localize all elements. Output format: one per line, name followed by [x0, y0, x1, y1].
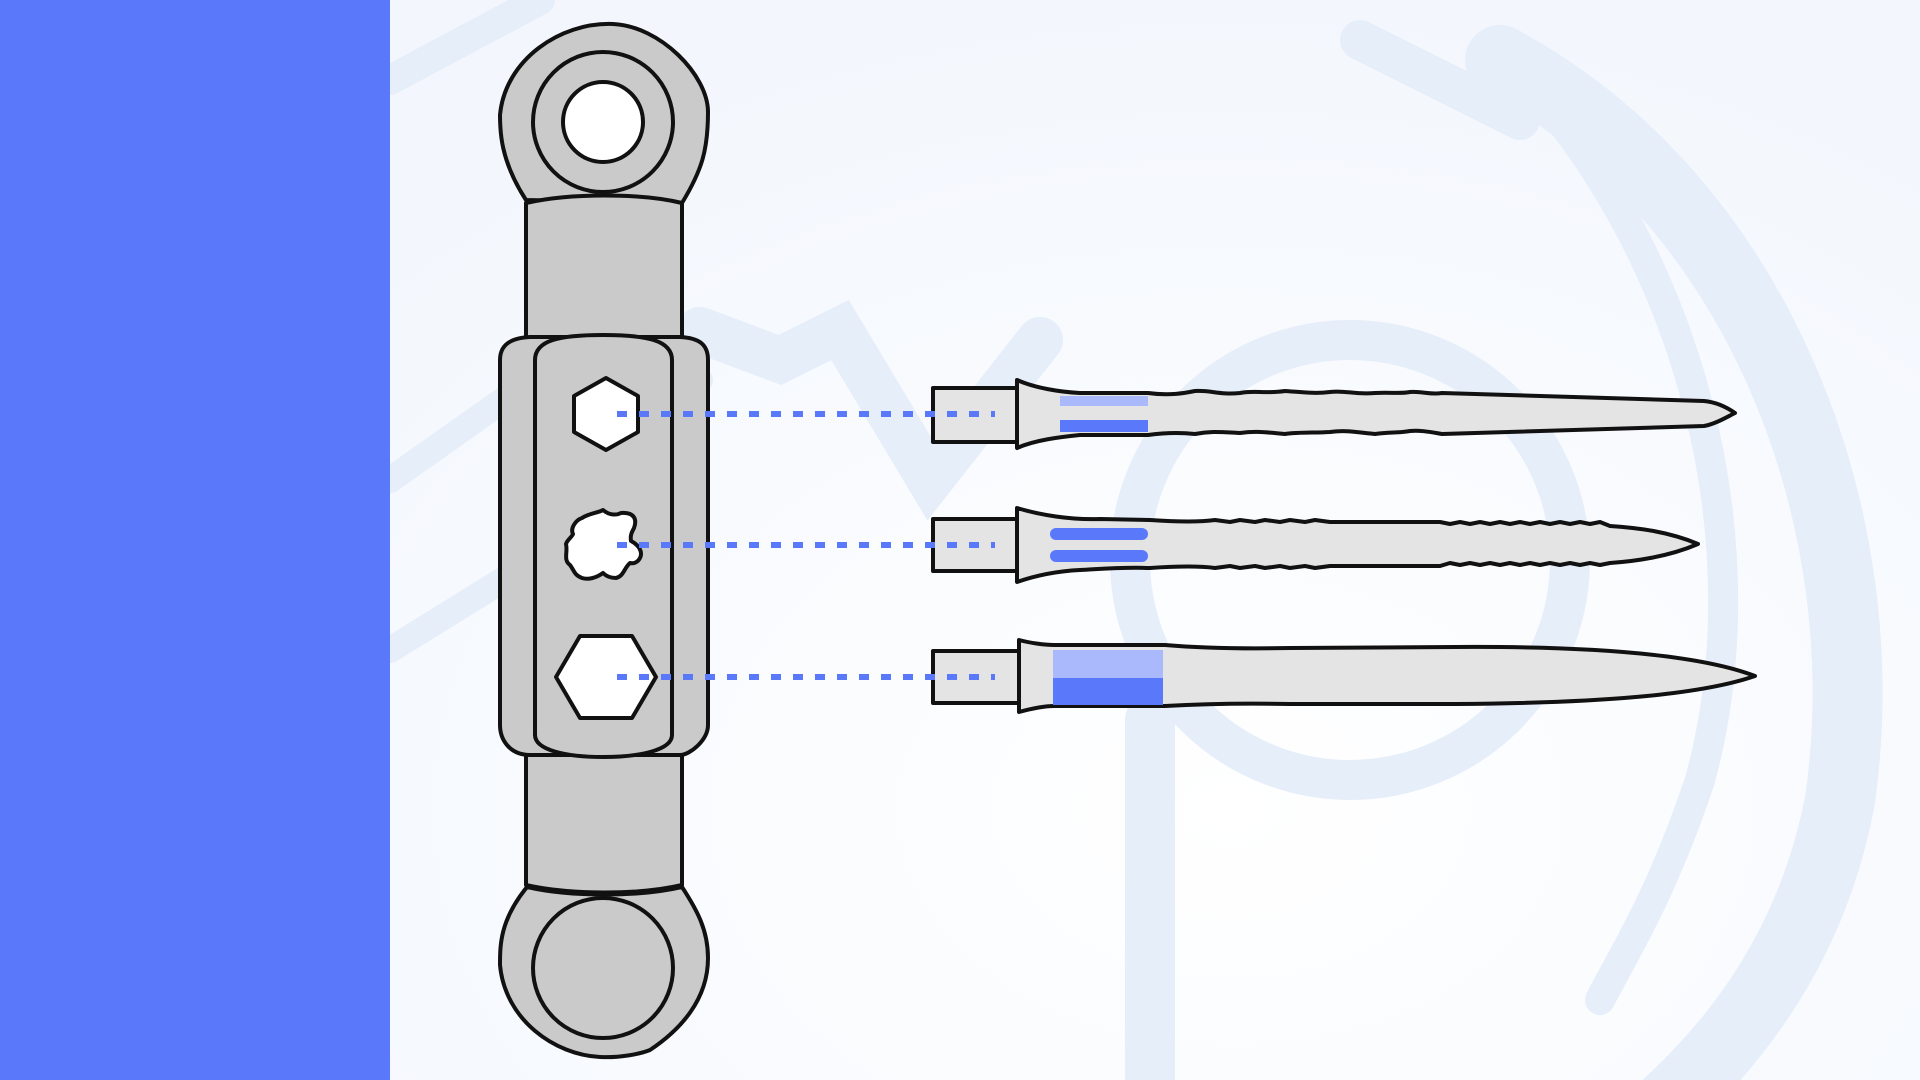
bit-3-body — [1017, 638, 1757, 714]
hex-socket-icon — [572, 376, 640, 452]
connector-lines — [617, 411, 995, 680]
tool-diagram — [390, 0, 1920, 1080]
torx-socket-icon — [564, 508, 643, 581]
wrench-top-shaft — [524, 193, 684, 340]
bit-2-body — [1015, 506, 1700, 584]
serrated-bit-icon — [931, 506, 1700, 584]
watermark-stroke — [1340, 20, 1540, 140]
bit-3-band — [1053, 678, 1163, 705]
wrench-top-eye-hole — [561, 80, 645, 164]
bit-1-body — [1015, 378, 1737, 450]
bit-2-band-top — [1050, 528, 1148, 540]
diagram-canvas — [390, 0, 1920, 1080]
bit-3-band-light — [1053, 650, 1163, 678]
wavy-drill-bit-icon — [931, 378, 1737, 450]
watermark-stroke — [390, 0, 555, 95]
bit-2-band-bottom — [1050, 550, 1148, 562]
watermark-arc — [1465, 25, 1883, 1080]
bit-1-band-light — [1060, 396, 1148, 406]
wrench-bottom-shaft — [524, 748, 684, 895]
socket-wrench-handle-icon — [498, 21, 710, 1060]
large-hex-socket-icon — [554, 634, 658, 720]
wrench-bottom-eye-disc — [531, 896, 675, 1040]
accent-side-panel — [0, 0, 390, 1080]
bit-1-band — [1060, 420, 1148, 432]
